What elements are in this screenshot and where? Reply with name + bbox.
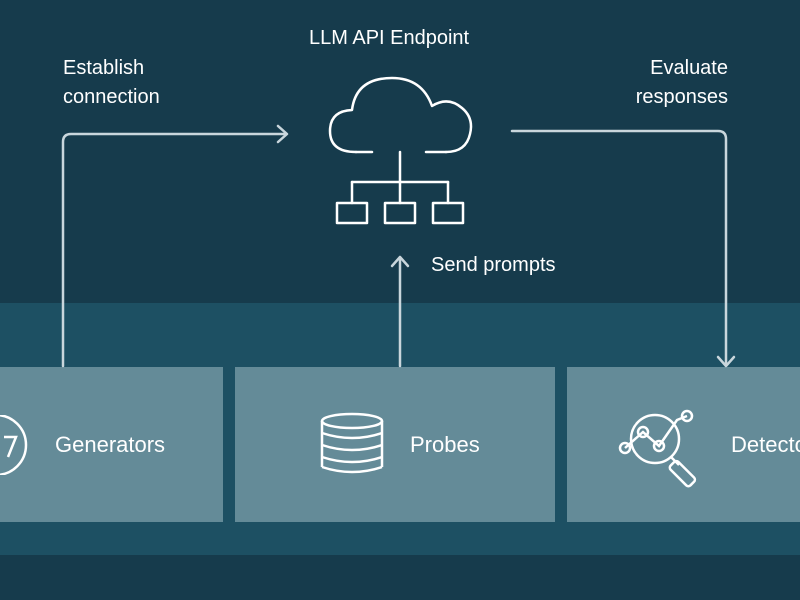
evaluate-arrowhead bbox=[716, 355, 736, 368]
generator-icon bbox=[0, 415, 28, 475]
database-icon bbox=[320, 412, 384, 474]
evaluate-responses-line bbox=[510, 129, 728, 367]
send-prompts-arrowhead bbox=[390, 255, 410, 268]
magnifier-chart-icon bbox=[618, 409, 697, 488]
establish-arrowhead bbox=[276, 124, 289, 144]
evaluate-label-line2: responses bbox=[635, 86, 728, 108]
establish-connection-line bbox=[61, 132, 288, 368]
generators-label: Generators bbox=[55, 432, 166, 457]
detectors-label: Detectors bbox=[731, 432, 800, 457]
establish-label-line2: connection bbox=[63, 86, 160, 108]
cloud-network-icon bbox=[328, 76, 473, 225]
bottom-strip bbox=[0, 555, 800, 600]
detectors-card: Detectors bbox=[567, 367, 800, 522]
generators-card: Generators bbox=[0, 367, 223, 522]
evaluate-label-line1: Evaluate bbox=[650, 57, 728, 79]
probes-label: Probes bbox=[410, 432, 480, 457]
establish-label-line1: Establish bbox=[63, 57, 145, 79]
endpoint-title: LLM API Endpoint bbox=[309, 27, 470, 49]
probes-card: Probes bbox=[235, 367, 555, 522]
send-prompts-label: Send prompts bbox=[431, 254, 556, 276]
